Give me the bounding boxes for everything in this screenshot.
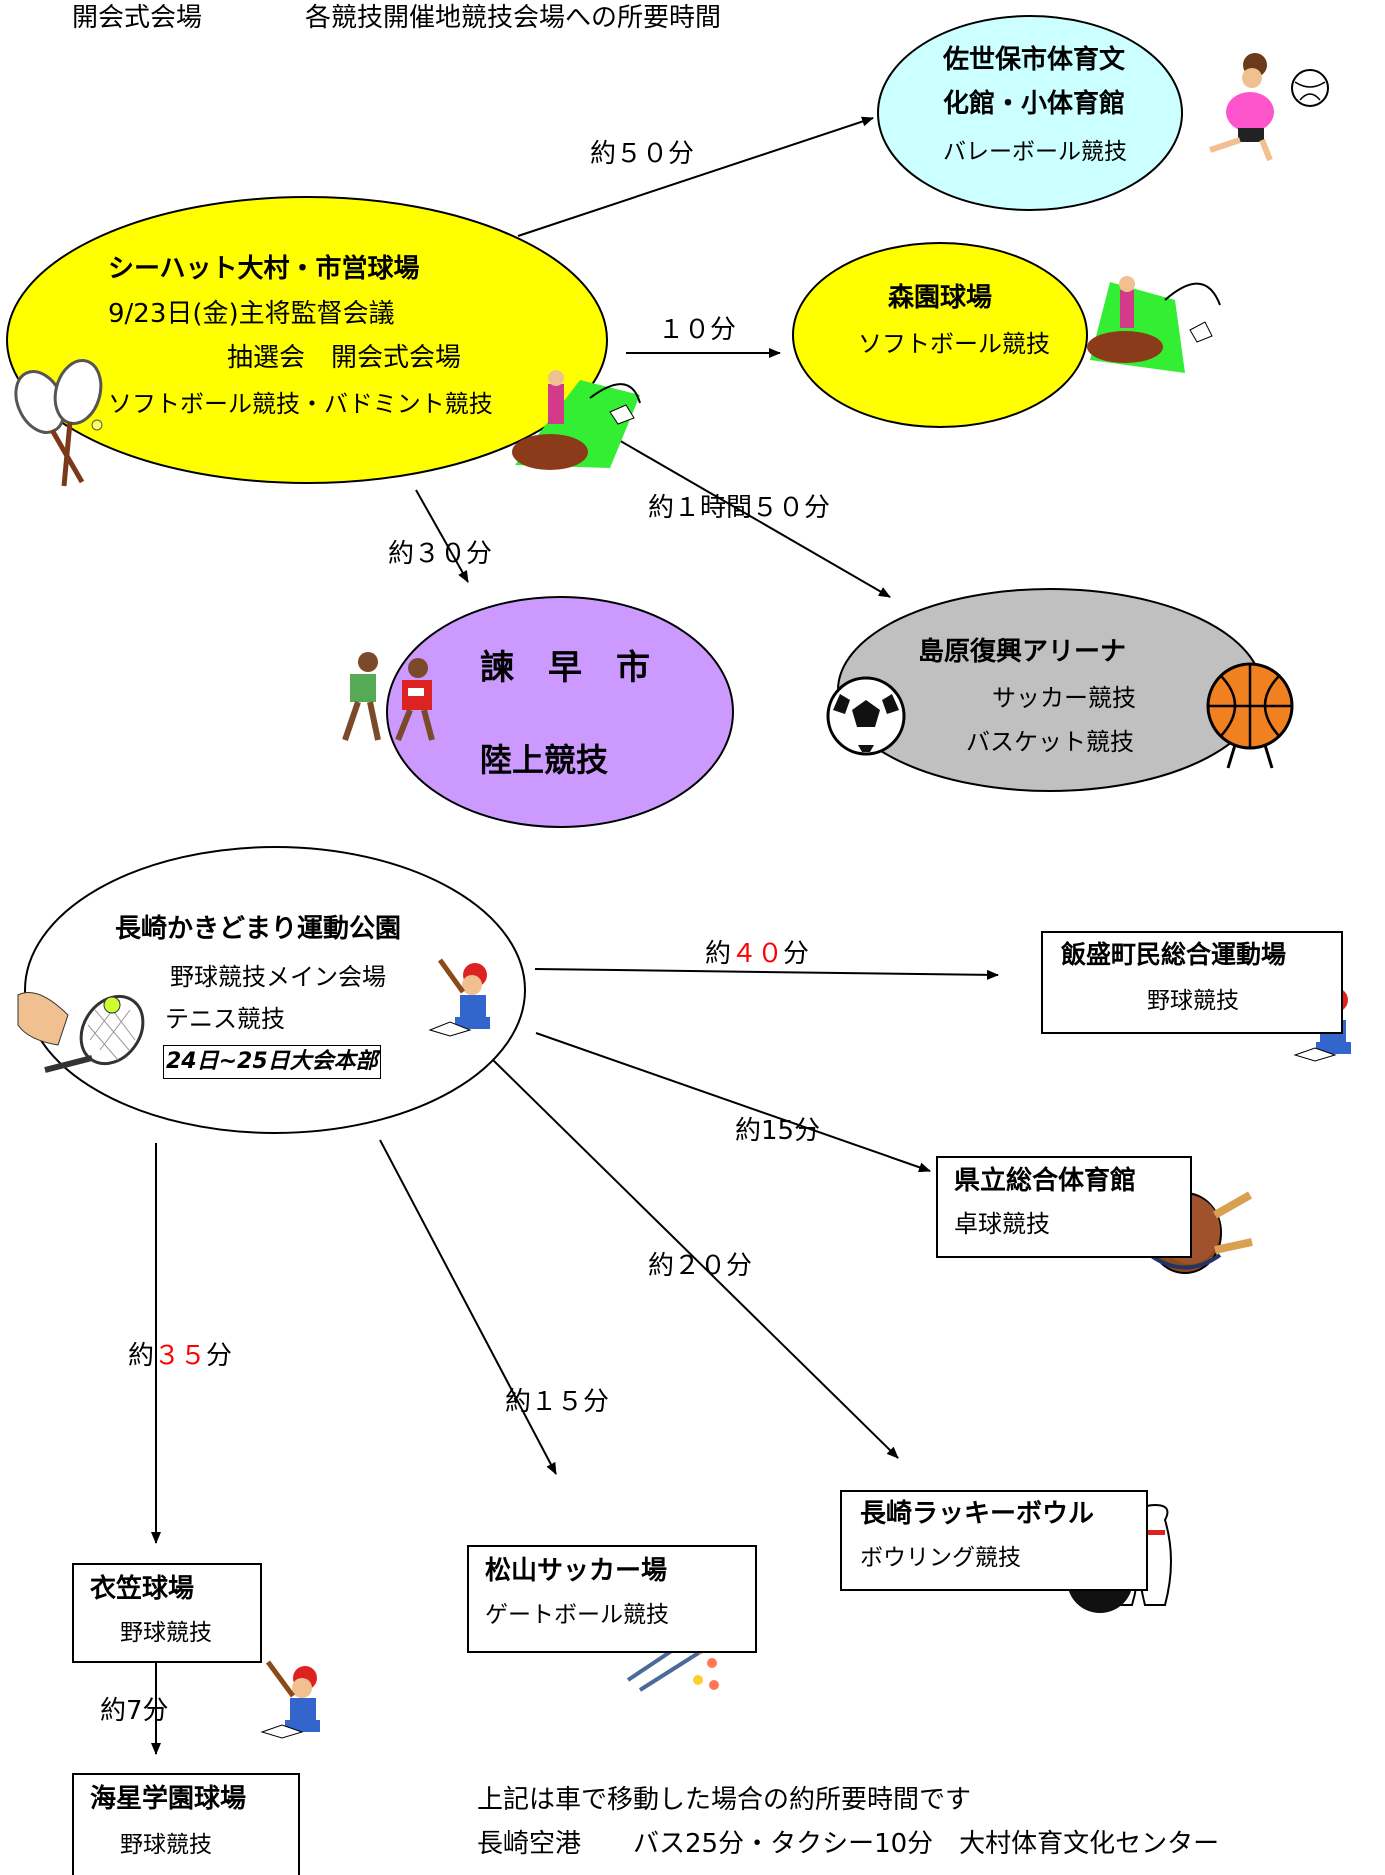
sasebo-name-line1: 佐世保市体育文 <box>943 45 1126 75</box>
shimabara-sport1: サッカー競技 <box>992 684 1136 712</box>
seahat-title: シーハット大村・市営球場 <box>108 254 420 284</box>
morizono-sport: ソフトボール競技 <box>858 330 1050 358</box>
baseball-batter-icon <box>428 958 490 1037</box>
baseball-batter-icon-3 <box>260 1660 320 1739</box>
matsuyama-box: 松山サッカー場 ゲートボール競技 <box>467 1545 757 1653</box>
kinugasa-box: 衣笠球場 野球競技 <box>72 1563 262 1663</box>
time-kenritsu: 約15分 <box>735 1116 821 1146</box>
kakidomari-ellipse <box>24 846 526 1134</box>
time-isahai-num: ４０ <box>731 939 784 969</box>
volleyball-girl-icon <box>1209 53 1329 162</box>
kenritsu-sport: 卓球競技 <box>954 1210 1050 1238</box>
softball-pitcher-icon <box>512 370 641 470</box>
kakidomari-title: 長崎かきどまり運動公園 <box>115 914 402 944</box>
time-kinugasa-suffix: 分 <box>206 1341 233 1371</box>
matsuyama-name: 松山サッカー場 <box>485 1556 668 1586</box>
footer-line2: 長崎空港 バス25分・タクシー10分 大村体育文化センター <box>477 1829 1220 1859</box>
time-kaisei: 約7分 <box>100 1696 169 1726</box>
kaisei-box: 海星学園球場 野球競技 <box>72 1773 300 1875</box>
kaisei-name: 海星学園球場 <box>90 1784 247 1814</box>
kenritsu-box: 県立総合体育館 卓球競技 <box>936 1156 1192 1258</box>
isahai-box: 飯盛町民総合運動場 野球競技 <box>1041 931 1343 1034</box>
seahat-line1: 9/23日(金)主将監督会議 <box>108 299 395 329</box>
sasebo-sport: バレーボール競技 <box>943 139 1127 165</box>
kaisei-sport: 野球競技 <box>120 1832 212 1858</box>
arrow-matsuyama <box>379 1139 557 1475</box>
lucky-bowl-name: 長崎ラッキーボウル <box>860 1499 1095 1529</box>
arrow-sasebo <box>517 116 874 237</box>
time-bowl: 約２０分 <box>648 1251 753 1281</box>
arrow-isahai <box>534 968 999 980</box>
morizono-name: 森園球場 <box>888 283 993 313</box>
isahai-name: 飯盛町民総合運動場 <box>1061 940 1287 969</box>
arrow-kenritsu <box>535 1032 931 1173</box>
kinugasa-name: 衣笠球場 <box>90 1574 195 1604</box>
basketball-icon <box>1206 662 1294 769</box>
header-right: 各競技開催地競技会場への所要時間 <box>305 3 722 33</box>
seahat-line2: 抽選会 開会式会場 <box>227 343 462 373</box>
soccer-ball-icon <box>826 676 906 756</box>
time-morizono: １０分 <box>658 315 737 345</box>
morizono-ellipse <box>792 242 1088 428</box>
header-left: 開会式会場 <box>72 3 203 33</box>
arrow-bowl <box>492 1059 899 1459</box>
time-isahai-prefix: 約 <box>705 939 732 969</box>
kakidomari-line2: テニス競技 <box>165 1005 285 1033</box>
time-kinugasa-prefix: 約 <box>128 1341 155 1371</box>
matsuyama-sport: ゲートボール競技 <box>485 1602 669 1628</box>
isahai-sport: 野球競技 <box>1147 988 1239 1014</box>
seahat-line3: ソフトボール競技・バドミント競技 <box>108 390 493 418</box>
kinugasa-sport: 野球競技 <box>120 1620 212 1646</box>
sasebo-ellipse <box>877 15 1183 211</box>
shimabara-sport2: バスケット競技 <box>966 728 1134 756</box>
time-matsuyama: 約１５分 <box>505 1387 610 1417</box>
tennis-racket-icon <box>17 992 145 1073</box>
lucky-bowl-box: 長崎ラッキーボウル ボウリング競技 <box>840 1490 1148 1591</box>
time-shimabara: 約１時間５０分 <box>648 493 831 523</box>
isahaya-ellipse <box>386 596 734 828</box>
runners-icon <box>342 652 435 742</box>
time-kinugasa: 約３５分 <box>128 1340 232 1372</box>
time-kinugasa-num: ３５ <box>154 1341 207 1371</box>
shimabara-name: 島原復興アリーナ <box>918 637 1127 667</box>
seahat-ellipse <box>6 196 608 484</box>
softball-pitcher-icon-2 <box>1087 276 1221 373</box>
isahaya-name: 諫 早 市 <box>480 648 650 688</box>
time-sasebo: 約５０分 <box>590 139 695 169</box>
kakidomari-line1: 野球競技メイン会場 <box>170 963 386 991</box>
kenritsu-name: 県立総合体育館 <box>954 1166 1137 1196</box>
kakidomari-line3: 24日~25日大会本部 <box>163 1045 381 1079</box>
arrow-isahaya <box>415 489 469 583</box>
time-isahaya: 約３０分 <box>388 539 493 569</box>
isahaya-sport: 陸上競技 <box>480 741 609 779</box>
arrow-shimabara <box>597 427 891 598</box>
time-isahai: 約４０分 <box>705 938 809 970</box>
sasebo-name-line2: 化館・小体育館 <box>943 89 1126 119</box>
lucky-bowl-sport: ボウリング競技 <box>860 1545 1021 1571</box>
footer-line1: 上記は車で移動した場合の約所要時間です <box>477 1785 972 1815</box>
badminton-rackets-icon <box>14 359 103 487</box>
time-isahai-suffix: 分 <box>783 939 810 969</box>
